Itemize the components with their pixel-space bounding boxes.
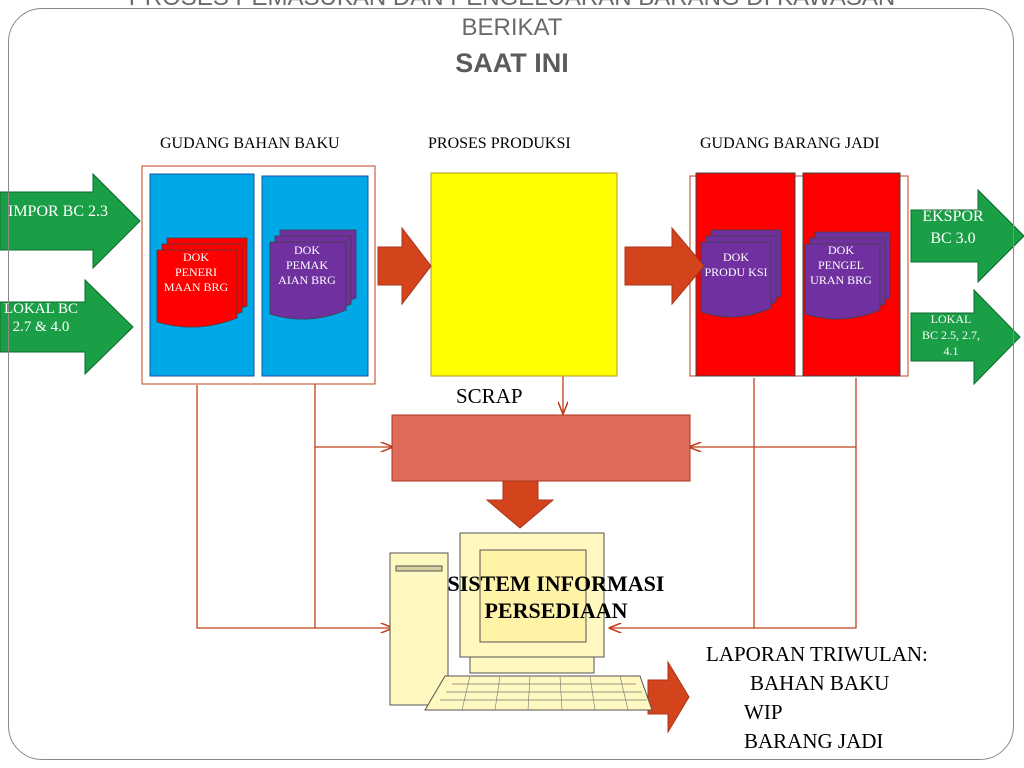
- heading-raw-warehouse: GUDANG BAHAN BAKU: [160, 135, 340, 152]
- production-document-stack: [700, 229, 782, 318]
- heading-production: PROSES PRODUKSI: [428, 135, 571, 152]
- computer-illustration: [389, 532, 653, 711]
- computer-tower: [389, 552, 449, 706]
- scrap-label: SCRAP: [456, 384, 523, 408]
- receipt-document-stack: [156, 237, 248, 328]
- title-line-1: PROSES PEMASUKAN DAN PENGELUARAN BARANG …: [0, 0, 1024, 12]
- arrow-local-in: [0, 278, 134, 376]
- arrow-local-out: [910, 288, 1021, 386]
- line-release-to-system: [754, 447, 857, 629]
- arrow-production-to-finished: [624, 226, 705, 306]
- scrap-box: [391, 414, 691, 482]
- usage-document-stack: [269, 229, 357, 320]
- report-title: LAPORAN TRIWULAN:: [706, 642, 928, 666]
- release-document-stack: [804, 231, 891, 320]
- arrow-export: [910, 188, 1024, 284]
- doc-receipt-label: DOK PENERI MAAN BRG: [163, 250, 229, 294]
- connector-lines: [196, 376, 857, 629]
- heading-finished-warehouse: GUDANG BARANG JADI: [700, 135, 880, 152]
- local-out-label: LOKAL BC 2.5, 2.7, 4.1: [922, 312, 980, 358]
- export-label: EKSPOR BC 3.0: [922, 208, 984, 247]
- arrow-raw-to-production: [377, 226, 432, 306]
- production-box: [430, 172, 618, 377]
- local-in-label: LOKAL BC 2.7 & 4.0: [3, 301, 79, 335]
- title-line-2: BERIKAT: [461, 14, 563, 41]
- report-item-wip: WIP: [744, 700, 783, 724]
- import-label: IMPOR BC 2.3: [7, 203, 109, 220]
- report-item-finished: BARANG JADI: [744, 729, 884, 753]
- doc-usage-label: DOK PEMAK AIAN BRG: [278, 243, 336, 287]
- slide-frame: [8, 8, 1014, 760]
- doc-production-label: DOK PRODU KSI: [704, 250, 768, 279]
- arrow-to-report: [647, 660, 690, 734]
- arrow-import: [0, 172, 141, 270]
- computer-keyboard: [424, 675, 653, 711]
- report-block: LAPORAN TRIWULAN: BAHAN BAKU WIP BARANG …: [706, 640, 1006, 756]
- doc-release-label: DOK PENGEL URAN BRG: [810, 243, 872, 287]
- report-item-raw: BAHAN BAKU: [750, 671, 890, 695]
- subtitle: SAAT INI: [455, 48, 569, 78]
- line-raw-to-system: [196, 385, 392, 628]
- system-label: SISTEM INFORMASI PERSEDIAAN: [447, 571, 665, 623]
- arrow-scrap-to-system: [485, 479, 555, 529]
